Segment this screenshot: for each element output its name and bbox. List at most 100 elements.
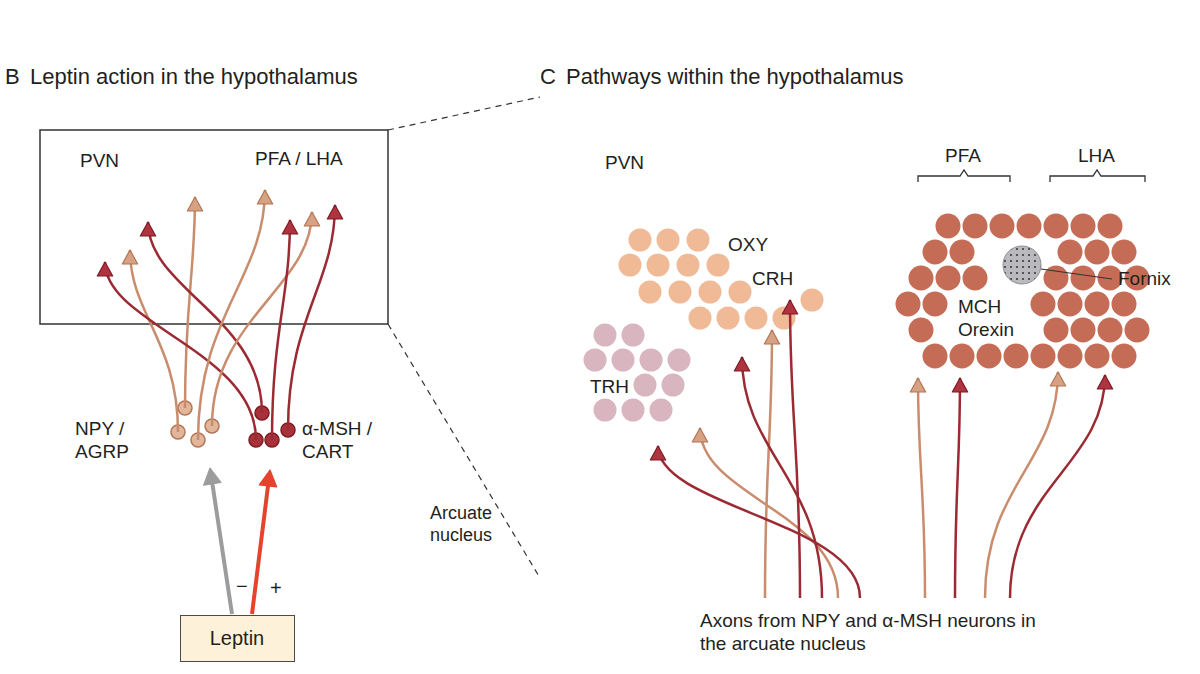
region-label-anchor: LHA — [1078, 145, 1115, 168]
edge-sign: + — [270, 576, 282, 600]
axon — [212, 212, 312, 426]
trh-cell — [622, 399, 645, 422]
mch-orexin-cell — [1031, 292, 1056, 317]
panel-title: Pathways within the hypothalamus — [566, 64, 904, 90]
edge — [204, 468, 232, 614]
axon — [955, 378, 960, 598]
structure-label-anchor: Fornix — [1118, 268, 1171, 291]
axon-terminal — [282, 220, 297, 234]
oxy-crh-cell — [619, 254, 642, 277]
trh-cell — [634, 374, 657, 397]
mch-orexin-cell — [1044, 214, 1069, 239]
region-label-anchor: α-MSH / CART — [302, 418, 384, 464]
axon-terminal — [910, 378, 925, 392]
axon-terminal — [140, 222, 155, 236]
axon-terminal — [692, 428, 707, 442]
edge — [122, 250, 178, 432]
axon-terminal — [1097, 375, 1112, 389]
pvn-region: PVN — [50, 140, 210, 270]
region-label: TRH — [590, 376, 629, 399]
region-label: LHA — [1078, 145, 1115, 168]
mch-orexin-cell — [1071, 266, 1096, 291]
pvn-region-shape — [580, 205, 848, 499]
mch-orexin-cell — [1112, 240, 1137, 265]
trh-cell — [584, 349, 607, 372]
oxy-crh-cell — [707, 254, 730, 277]
region-label-anchor: PVN — [605, 152, 644, 175]
edge — [212, 212, 320, 426]
zoom-line — [388, 324, 540, 578]
trh-cell — [594, 324, 617, 347]
bracket — [1050, 170, 1145, 182]
axon-terminal — [187, 197, 202, 211]
region-label: PVN — [80, 150, 119, 173]
trh-cell — [662, 374, 685, 397]
axon-terminal — [304, 212, 319, 226]
mch-orexin-cell — [1085, 240, 1110, 265]
axon-terminal — [1050, 372, 1065, 386]
axon-terminal — [257, 190, 272, 204]
axon — [288, 205, 335, 430]
pfa-lha-region: PFA / LHA — [245, 140, 370, 255]
region-label-anchor: Arcuate nucleus — [430, 503, 512, 546]
mch-orexin-cell — [1085, 344, 1110, 369]
panel-c-ground — [540, 95, 1200, 578]
arrow-head — [259, 470, 276, 487]
structure-label: Fornix — [1118, 268, 1171, 291]
note-text-anchor: Axons from NPY and α-MSH neurons in the … — [700, 610, 1060, 656]
fornix-bundle — [1003, 246, 1041, 284]
mch-orexin-cell — [1058, 240, 1083, 265]
oxy-crh-cell — [745, 307, 768, 330]
region-label-anchor: TRH — [590, 376, 629, 399]
leptin-box: Leptin — [180, 615, 295, 662]
panel-title-anchor: Leptin action in the hypothalamus — [30, 64, 358, 90]
mch-orexin-cell — [977, 344, 1002, 369]
mch-orexin-cell — [950, 344, 975, 369]
panel-letter-anchor: C — [540, 64, 556, 90]
axon — [790, 300, 800, 598]
mch-orexin-cell — [1112, 292, 1137, 317]
mch-orexin-cell — [896, 292, 921, 317]
region-label: OXY — [728, 234, 768, 257]
mch-orexin-cell — [1031, 344, 1056, 369]
mch-orexin-cell — [963, 266, 988, 291]
bracket — [918, 170, 1010, 182]
edge-sign-anchor: − — [236, 574, 248, 598]
oxy-crh-cell — [639, 281, 662, 304]
arcuate-nucleus-outline — [70, 360, 490, 550]
panel-b-ground — [0, 95, 512, 578]
arcuate-nucleus: NPY / AGRPα-MSH / CARTArcuate nucleus — [70, 360, 490, 550]
pfa-lha-region-shape — [895, 186, 1160, 394]
oxy-crh-cell — [801, 289, 824, 312]
oxy-crh-cell — [699, 281, 722, 304]
edge — [272, 220, 298, 440]
region-label: α-MSH / CART — [302, 418, 384, 464]
axon — [1010, 375, 1105, 598]
mch-orexin-cell — [1071, 214, 1096, 239]
edge — [198, 190, 273, 440]
panel-letter-anchor: B — [5, 64, 20, 90]
pvn-region: PVNOXYCRHTRH — [560, 140, 855, 510]
trh-cell — [640, 349, 663, 372]
axon — [985, 372, 1058, 598]
oxy-crh-cell — [689, 307, 712, 330]
panel-letter: C — [540, 64, 556, 90]
trh-cell — [594, 399, 617, 422]
pfa-lha-region-shape — [253, 161, 363, 246]
note-text: Axons from NPY and α-MSH neurons in the … — [700, 610, 1060, 656]
mch-orexin-cell — [1044, 266, 1069, 291]
oxy-crh-cell — [647, 254, 670, 277]
leader-line — [1041, 269, 1112, 279]
region-label-anchor: PVN — [80, 150, 119, 173]
pvn-region-outline — [50, 140, 210, 270]
mch-orexin-cell — [1098, 318, 1123, 343]
axon-terminal — [97, 262, 112, 276]
pvn-region-shape — [57, 159, 203, 268]
region-label-anchor: PFA / LHA — [255, 148, 343, 171]
edge — [288, 205, 343, 430]
zoom-line — [388, 97, 540, 130]
oxy-crh-cell — [629, 229, 652, 252]
mch-orexin-cell — [1044, 318, 1069, 343]
